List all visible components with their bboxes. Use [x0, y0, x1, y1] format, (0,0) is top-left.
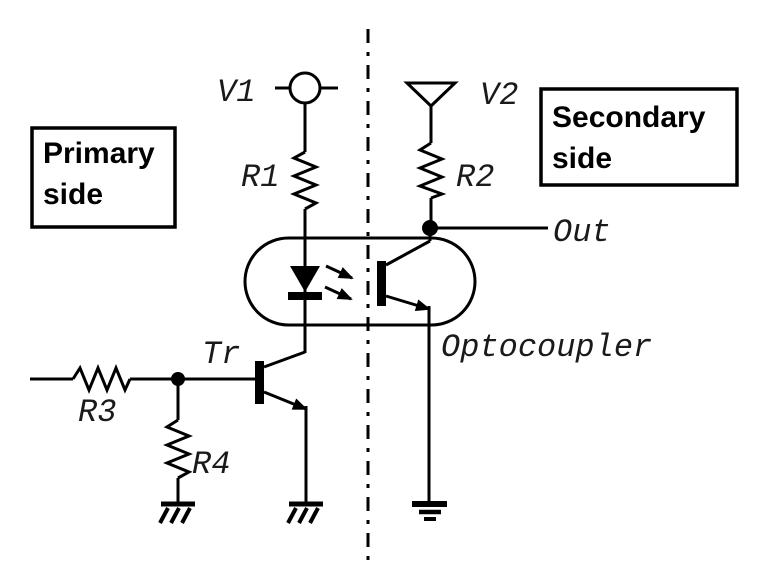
secondary-side-label-line1: Secondary	[552, 101, 706, 134]
primary-side-box: Primary side	[30, 126, 177, 229]
earth-ground-icon	[412, 501, 447, 521]
secondary-side-box: Secondary side	[539, 87, 739, 187]
label-r2: R2	[456, 159, 494, 196]
ground-hatch-3	[308, 507, 320, 524]
v1-circle	[288, 71, 322, 105]
led-cathode-bar	[288, 292, 322, 300]
label-r4: R4	[192, 446, 230, 483]
light-arrows-icon	[324, 264, 354, 301]
label-v2: V2	[480, 77, 518, 114]
ground-hatch-1	[286, 507, 298, 524]
ground-hatch-2	[169, 507, 181, 524]
chassis-ground-tr-icon	[286, 501, 323, 524]
ground-hatch-1	[158, 507, 170, 524]
led-icon	[288, 266, 322, 300]
photo-emitter	[385, 294, 431, 311]
label-r3: R3	[78, 394, 116, 431]
secondary-side-border	[539, 87, 739, 187]
voltage-source-v1-icon	[275, 71, 338, 105]
optocoupler-body-icon	[243, 236, 477, 327]
label-r1: R1	[241, 159, 279, 196]
led-triangle	[290, 266, 320, 292]
tr-collector	[263, 350, 306, 369]
primary-side-label-line2: side	[43, 178, 103, 211]
resistor-r4-icon	[163, 418, 193, 480]
label-optocoupler: Optocoupler	[441, 329, 652, 366]
npn-transistor-tr-icon	[255, 350, 308, 502]
photo-collector	[385, 239, 431, 267]
tr-emitter	[263, 390, 308, 411]
primary-side-label-line1: Primary	[43, 137, 155, 170]
label-out: Out	[553, 214, 611, 251]
ground-hatch-2	[297, 507, 309, 524]
ground-hatch-3	[180, 507, 192, 524]
primary-side-border	[30, 126, 177, 229]
phototransistor-icon	[377, 226, 432, 501]
tr-base-bar	[255, 361, 264, 404]
label-v1: V1	[217, 74, 255, 111]
light-arrow-1	[325, 264, 354, 280]
chassis-ground-r4-icon	[158, 501, 195, 524]
secondary-side-label-line2: side	[552, 142, 612, 175]
light-arrow-2	[324, 285, 353, 301]
resistor-r1-icon	[290, 150, 320, 211]
resistor-r3-icon	[71, 364, 132, 394]
supply-triangle-v2-icon	[403, 81, 459, 109]
photo-base-bar	[377, 261, 386, 306]
label-tr: Tr	[202, 336, 240, 373]
resistor-r2-icon	[415, 141, 447, 200]
